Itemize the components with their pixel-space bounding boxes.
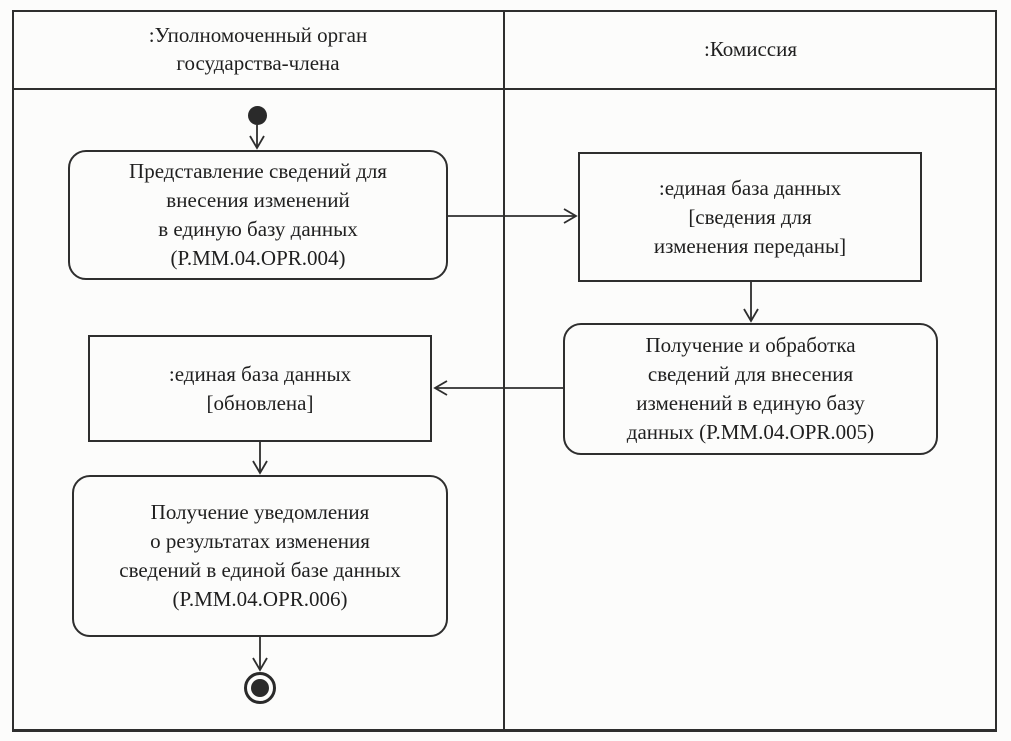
object-unified-database-info-transferred: :единая база данных [сведения для измене…	[578, 152, 922, 282]
object-unified-database-updated: :единая база данных [обновлена]	[88, 335, 432, 442]
swimlane-header-commission: :Комиссия	[704, 37, 797, 61]
swimlane-divider	[503, 10, 505, 732]
activity-submit-change-info: Представление сведений для внесения изме…	[68, 150, 448, 280]
activity-receive-process-change-info: Получение и обработка сведений для внесе…	[563, 323, 938, 455]
initial-node	[248, 106, 267, 125]
lane-header-divider	[12, 88, 997, 90]
final-node-dot	[251, 679, 269, 697]
activity-receive-change-result-notification: Получение уведомления о результатах изме…	[72, 475, 448, 637]
final-node	[244, 672, 276, 704]
swimlane-header-authorized-body: :Уполномоченный орган государства-члена	[148, 23, 368, 75]
